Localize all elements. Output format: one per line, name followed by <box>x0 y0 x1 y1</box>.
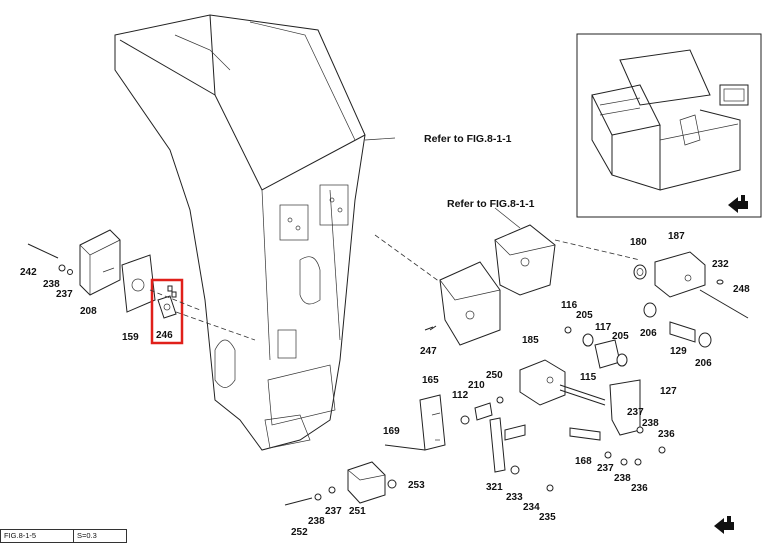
callout: 117 <box>595 322 612 333</box>
callout: 242 <box>20 267 37 278</box>
callout: 129 <box>670 346 687 357</box>
callout: 248 <box>733 284 750 295</box>
callout: 185 <box>522 335 539 346</box>
callout: 237 <box>597 463 614 474</box>
callout: 253 <box>408 480 425 491</box>
part-callouts: 242 238 237 208 159 246 180 187 232 248 … <box>20 231 750 538</box>
callout: 116 <box>561 300 578 311</box>
callout: 236 <box>658 429 675 440</box>
main-frame <box>114 14 366 451</box>
callout: 169 <box>383 426 400 437</box>
callout: 233 <box>506 492 523 503</box>
callout: 234 <box>523 502 540 513</box>
callout: 237 <box>325 506 342 517</box>
arrow-orientation-icon <box>728 195 748 213</box>
callout: 115 <box>580 372 597 383</box>
callout: 112 <box>452 390 469 401</box>
callout: 247 <box>420 346 437 357</box>
callout: 205 <box>576 310 593 321</box>
reference-label-upper: Refer to FIG.8-1-1 <box>424 133 512 145</box>
callout: 238 <box>43 279 60 290</box>
callout: 321 <box>486 482 503 493</box>
callout: 159 <box>122 332 139 343</box>
scale-label: S=0.3 <box>77 531 97 540</box>
arrow-orientation-icon <box>714 516 734 534</box>
block-and-shaft <box>519 359 641 441</box>
callout: 236 <box>631 483 648 494</box>
lever-and-plate <box>384 326 554 492</box>
callout: 206 <box>695 358 712 369</box>
roller-parts <box>564 251 749 369</box>
figure-id: FIG.8-1-5 <box>1 530 74 542</box>
figure-footer: FIG.8-1-5 S=0.3 <box>0 529 127 543</box>
callout: 232 <box>712 259 729 270</box>
callout: 205 <box>612 331 629 342</box>
callout: 246 <box>156 330 173 341</box>
callout: 237 <box>627 407 644 418</box>
callout: 165 <box>422 375 439 386</box>
callout: 252 <box>291 527 308 538</box>
callout: 238 <box>642 418 659 429</box>
callout: 237 <box>56 289 73 300</box>
callout: 210 <box>468 380 485 391</box>
motor-assembly <box>27 229 156 313</box>
callout: 250 <box>486 370 503 381</box>
callout: 206 <box>640 328 657 339</box>
callout: 168 <box>575 456 592 467</box>
callout: 251 <box>349 506 366 517</box>
part-246-highlight <box>150 278 184 345</box>
callout: 180 <box>630 237 647 248</box>
callout: 127 <box>660 386 677 397</box>
callout: 208 <box>80 306 97 317</box>
reference-label-lower: Refer to FIG.8-1-1 <box>447 198 535 210</box>
small-hardware <box>604 426 666 466</box>
bottom-block <box>284 461 397 506</box>
bracket-assembly <box>374 224 641 346</box>
leader-lines <box>364 137 521 441</box>
callout: 187 <box>668 231 685 242</box>
callout: 238 <box>308 516 325 527</box>
machine-overview-inset <box>576 33 762 218</box>
callout: 238 <box>614 473 631 484</box>
callout: 235 <box>539 512 556 523</box>
